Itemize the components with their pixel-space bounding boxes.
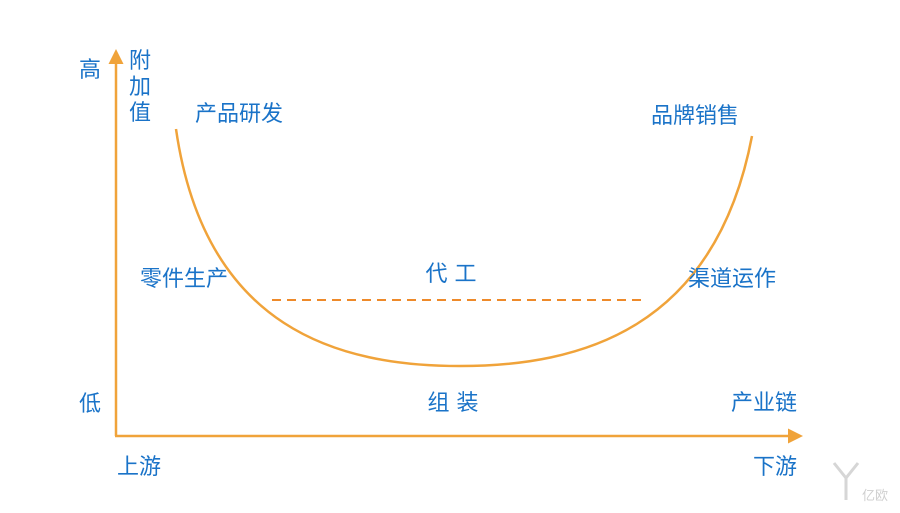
label-parts-production: 零件生产 [140, 267, 228, 292]
svg-text:亿欧: 亿欧 [862, 489, 888, 504]
y-axis-high-label: 高 [79, 58, 101, 83]
label-channel-operation: 渠道运作 [688, 267, 776, 292]
y-axis-label-char-3: 值 [129, 101, 151, 126]
y-axis-label-char-2: 加 [129, 75, 151, 100]
y-axis-label-char-1: 附 [129, 49, 151, 74]
label-product-rd: 产品研发 [195, 102, 283, 127]
yiou-logo-icon: 亿欧 [832, 462, 888, 504]
x-axis-downstream-label: 下游 [753, 455, 797, 480]
label-assembly: 组 装 [428, 391, 479, 416]
x-axis-label: 产业链 [731, 391, 797, 416]
label-brand-sales: 品牌销售 [651, 104, 739, 129]
smile-curve [174, 128, 754, 368]
x-axis-upstream-label: 上游 [117, 455, 161, 480]
y-axis-low-label: 低 [79, 392, 101, 417]
label-oem: 代 工 [426, 262, 477, 287]
